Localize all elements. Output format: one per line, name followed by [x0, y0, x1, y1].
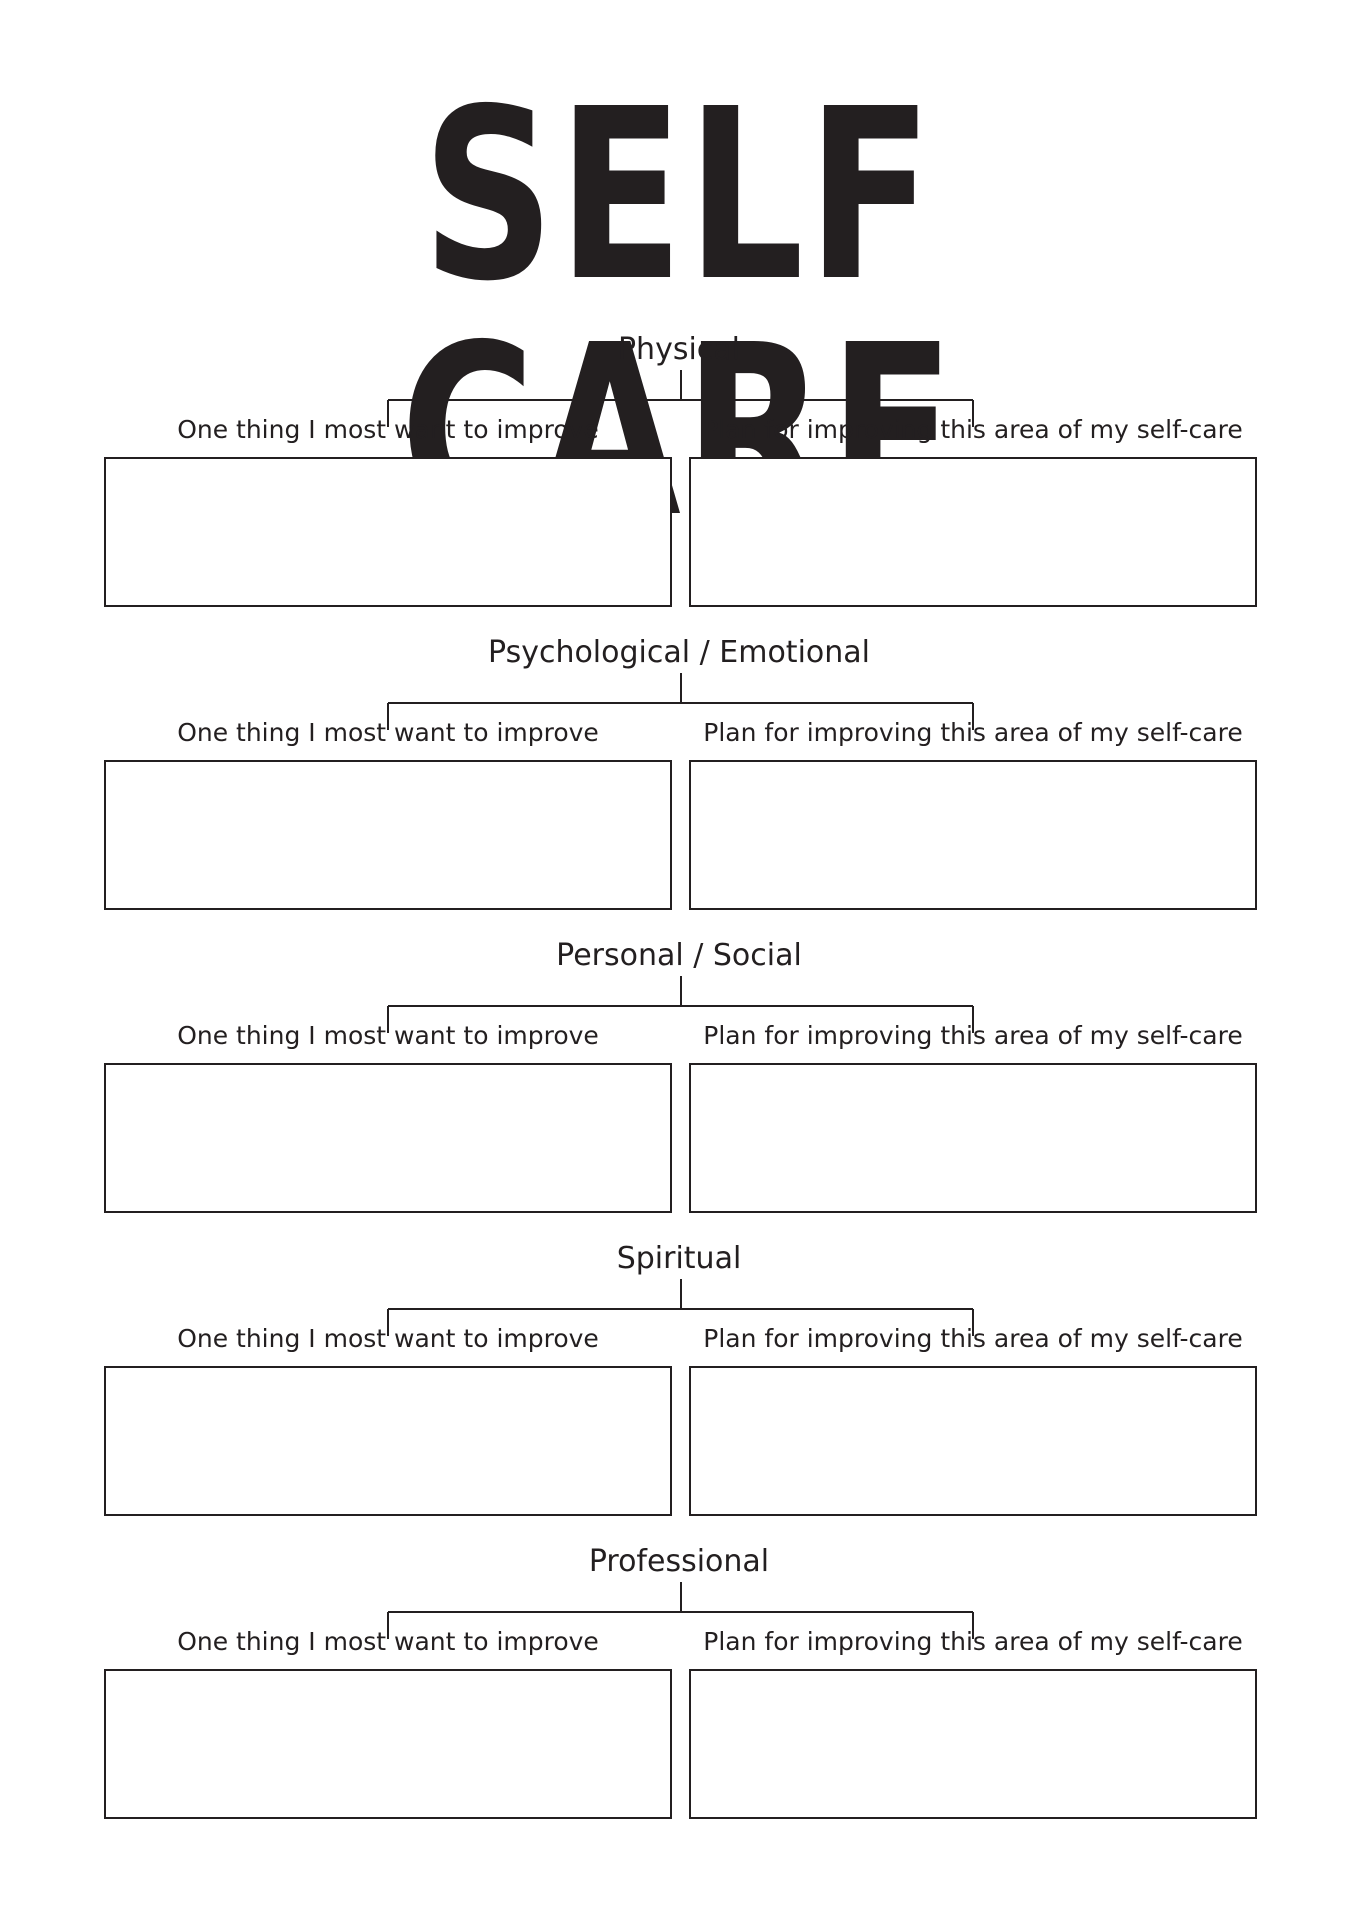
plan-label: Plan for improving this area of my self-… [703, 718, 1243, 747]
improve-label: One thing I most want to improve [177, 1324, 599, 1353]
section-physical: Physical One thing I most want to improv… [0, 330, 1358, 630]
psychological-plan-box[interactable] [689, 760, 1257, 910]
section-title: Professional [588, 1544, 770, 1579]
spiritual-improve-box[interactable] [104, 1366, 672, 1516]
plan-label: Plan for improving this area of my self-… [703, 1627, 1243, 1656]
personal-improve-box[interactable] [104, 1063, 672, 1213]
professional-improve-box[interactable] [104, 1669, 672, 1819]
section-personal-social: Personal / Social One thing I most want … [0, 936, 1358, 1236]
improve-label: One thing I most want to improve [177, 1627, 599, 1656]
section-spiritual: Spiritual One thing I most want to impro… [0, 1239, 1358, 1539]
spiritual-plan-box[interactable] [689, 1366, 1257, 1516]
section-title: Personal / Social [556, 938, 802, 973]
professional-plan-box[interactable] [689, 1669, 1257, 1819]
section-psychological-emotional: Psychological / Emotional One thing I mo… [0, 633, 1358, 933]
improve-label: One thing I most want to improve [177, 1021, 599, 1050]
physical-plan-box[interactable] [689, 457, 1257, 607]
section-title: Physical [617, 332, 741, 367]
plan-label: Plan for improving this area of my self-… [703, 415, 1243, 444]
section-title: Spiritual [616, 1241, 742, 1276]
physical-improve-box[interactable] [104, 457, 672, 607]
section-professional: Professional One thing I most want to im… [0, 1542, 1358, 1842]
improve-label: One thing I most want to improve [177, 415, 599, 444]
improve-label: One thing I most want to improve [177, 718, 599, 747]
plan-label: Plan for improving this area of my self-… [703, 1021, 1243, 1050]
page-title: SELF CARE [400, 58, 958, 569]
psychological-improve-box[interactable] [104, 760, 672, 910]
personal-plan-box[interactable] [689, 1063, 1257, 1213]
section-title: Psychological / Emotional [488, 635, 870, 670]
plan-label: Plan for improving this area of my self-… [703, 1324, 1243, 1353]
